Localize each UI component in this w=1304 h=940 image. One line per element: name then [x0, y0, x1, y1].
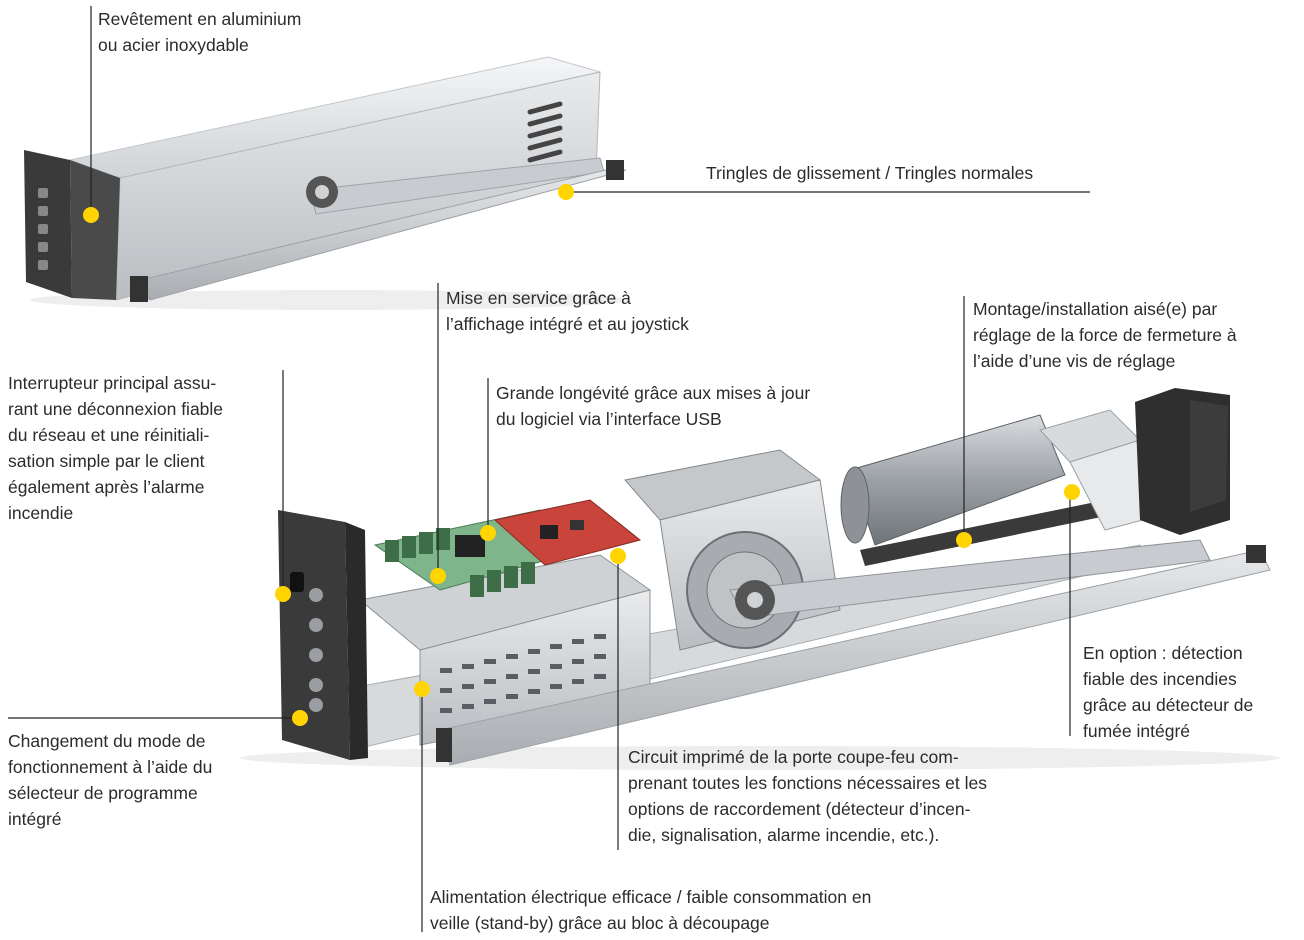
leader-lines: [8, 6, 1090, 932]
marker-power-supply: [414, 681, 430, 697]
marker-housing: [83, 207, 99, 223]
label-housing: Revêtement en aluminium ou acier inoxyda…: [98, 9, 302, 55]
label-installation: Montage/installation aisé(e) par réglage…: [973, 299, 1237, 371]
label-power-supply: Alimentation électrique efficace / faibl…: [430, 887, 872, 933]
label-smoke-detection: En option : détection fiable des incendi…: [1083, 643, 1254, 741]
marker-circuit-board: [610, 548, 626, 564]
label-longevity: Grande longévité grâce aux mises à jour …: [496, 383, 811, 429]
label-main-switch: Interrupteur principal assu- rant une dé…: [8, 373, 224, 523]
label-mode-change: Changement du mode de fonctionnement à l…: [8, 731, 213, 829]
label-circuit-board: Circuit imprimé de la porte coupe-feu co…: [628, 747, 987, 845]
label-rails: Tringles de glissement / Tringles normal…: [706, 163, 1034, 183]
marker-longevity: [480, 525, 496, 541]
label-commissioning: Mise en service grâce à l’affichage inté…: [446, 288, 689, 334]
closed-door-operator: [24, 56, 630, 310]
callout-markers: [83, 184, 1080, 726]
marker-commissioning: [430, 568, 446, 584]
marker-installation: [956, 532, 972, 548]
marker-main-switch: [275, 586, 291, 602]
marker-mode-change: [292, 710, 308, 726]
marker-smoke-detection: [1064, 484, 1080, 500]
marker-rails: [558, 184, 574, 200]
open-door-operator: [240, 388, 1280, 770]
